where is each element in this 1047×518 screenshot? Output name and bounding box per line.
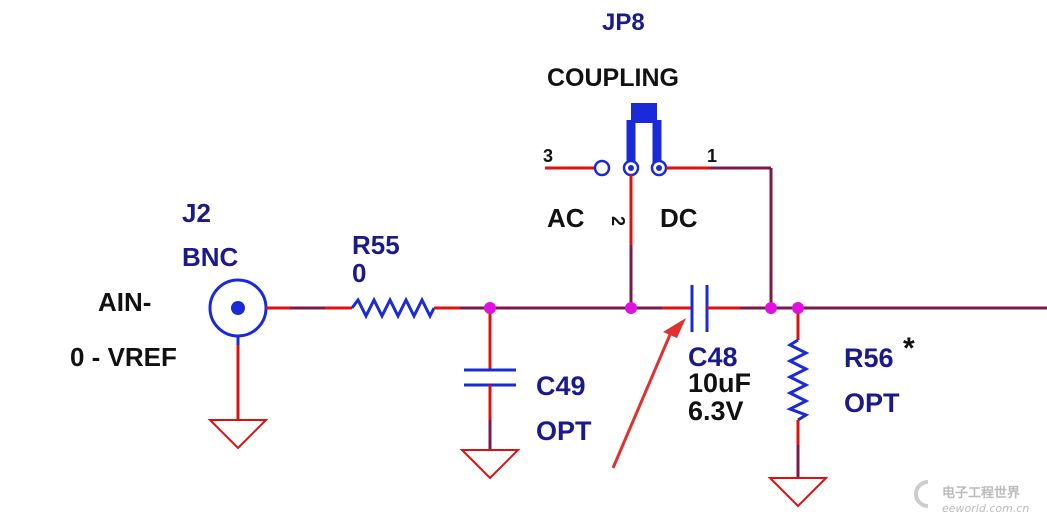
r56-resistor[interactable] — [786, 338, 810, 422]
c48-value: 10uF — [688, 368, 751, 398]
watermark-logo — [914, 480, 929, 508]
junction-ac — [625, 302, 637, 314]
r56-ref: R56 — [844, 343, 894, 373]
r56-ground-symbol — [767, 477, 829, 508]
jp8-pin3[interactable] — [593, 159, 611, 177]
junction-r56 — [792, 302, 804, 314]
watermark: 电子工程世界 eeworld.com.cn — [914, 480, 1029, 515]
signal-range: 0 - VREF — [70, 342, 177, 372]
r55-resistor[interactable] — [350, 296, 436, 320]
watermark-brand: 电子工程世界 — [942, 485, 1020, 501]
bnc-ground-symbol — [207, 419, 269, 450]
jumper-shunt — [626, 103, 662, 170]
jp8-dc-label: DC — [660, 203, 698, 233]
signal-name: AIN- — [98, 287, 151, 317]
jp8-pin2-dot — [628, 165, 634, 171]
watermark-site: eeworld.com.cn — [942, 502, 1029, 515]
jp8-name: COUPLING — [547, 64, 679, 92]
jp8-pin3-label: 3 — [543, 146, 553, 166]
jp8-pin1-dot — [656, 165, 662, 171]
jp8-pin1-label: 1 — [707, 146, 717, 166]
jp8-ref: JP8 — [602, 9, 645, 36]
jp8-pin2-label: 2 — [608, 216, 628, 226]
c49-value: OPT — [536, 416, 592, 446]
r55-ref: R55 — [352, 230, 400, 260]
j2-ref: J2 — [182, 198, 211, 228]
junction-c49 — [484, 302, 496, 314]
r56-note: * — [903, 332, 915, 365]
c48-ref: C48 — [688, 342, 738, 372]
c49-ref: C49 — [536, 371, 586, 401]
c49-ground-symbol — [459, 449, 521, 480]
r55-value: 0 — [352, 258, 366, 288]
j2-type: BNC — [182, 242, 239, 272]
jp8-ac-label: AC — [547, 203, 585, 233]
r56-value: OPT — [844, 388, 900, 418]
annotation-arrowhead — [663, 318, 686, 338]
junction-dc — [765, 302, 777, 314]
annotation-arrow-shaft — [611, 329, 674, 469]
c48-voltage: 6.3V — [688, 396, 744, 426]
bnc-center-pin — [231, 301, 245, 315]
